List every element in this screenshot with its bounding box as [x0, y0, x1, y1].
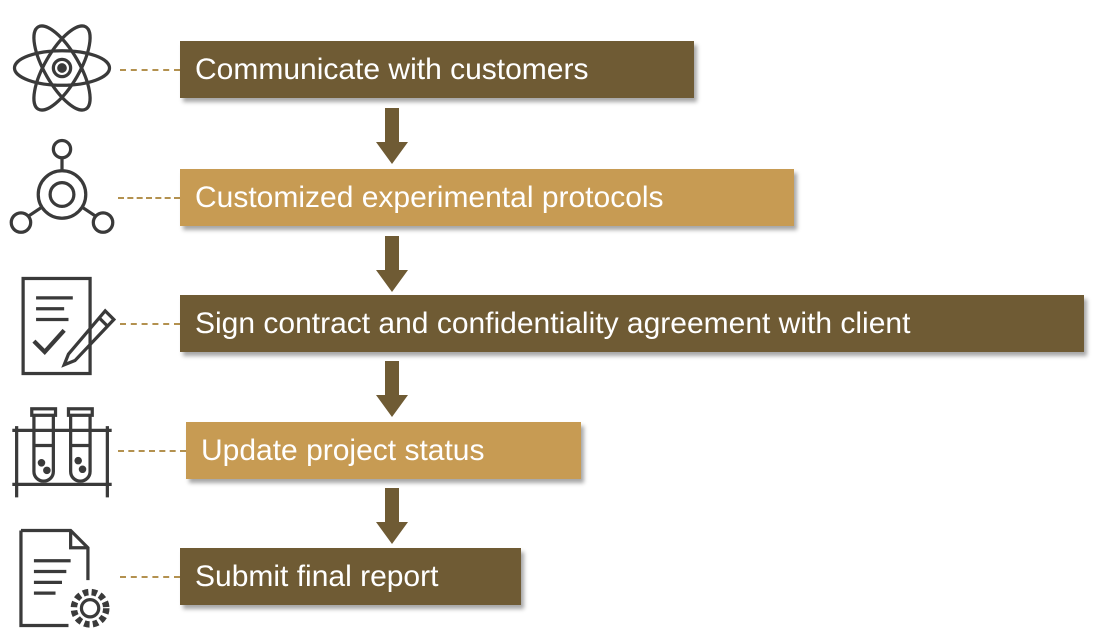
down-arrow-icon: [376, 361, 408, 417]
molecule-icon: [8, 134, 116, 242]
connector-line: [120, 69, 180, 71]
step-protocols: Customized experimental protocols: [180, 169, 794, 226]
step-sign-contract: Sign contract and confidentiality agreem…: [180, 295, 1084, 352]
step-submit-report: Submit final report: [180, 548, 521, 605]
document-gear-icon: [8, 524, 116, 632]
step-label: Sign contract and confidentiality agreem…: [195, 306, 911, 340]
test-tubes-icon: [8, 398, 116, 506]
signed-document-icon: [8, 272, 116, 380]
step-communicate: Communicate with customers: [180, 41, 694, 98]
step-label: Submit final report: [195, 559, 439, 593]
down-arrow-icon: [376, 488, 408, 544]
step-label: Customized experimental protocols: [195, 180, 664, 214]
step-label: Update project status: [201, 433, 485, 467]
step-update-status: Update project status: [186, 422, 581, 479]
connector-line: [120, 576, 180, 578]
atom-icon: [8, 14, 116, 122]
step-label: Communicate with customers: [195, 52, 589, 86]
connector-line: [118, 197, 180, 199]
connector-line: [120, 323, 180, 325]
down-arrow-icon: [376, 108, 408, 164]
connector-line: [118, 450, 186, 452]
down-arrow-icon: [376, 236, 408, 292]
